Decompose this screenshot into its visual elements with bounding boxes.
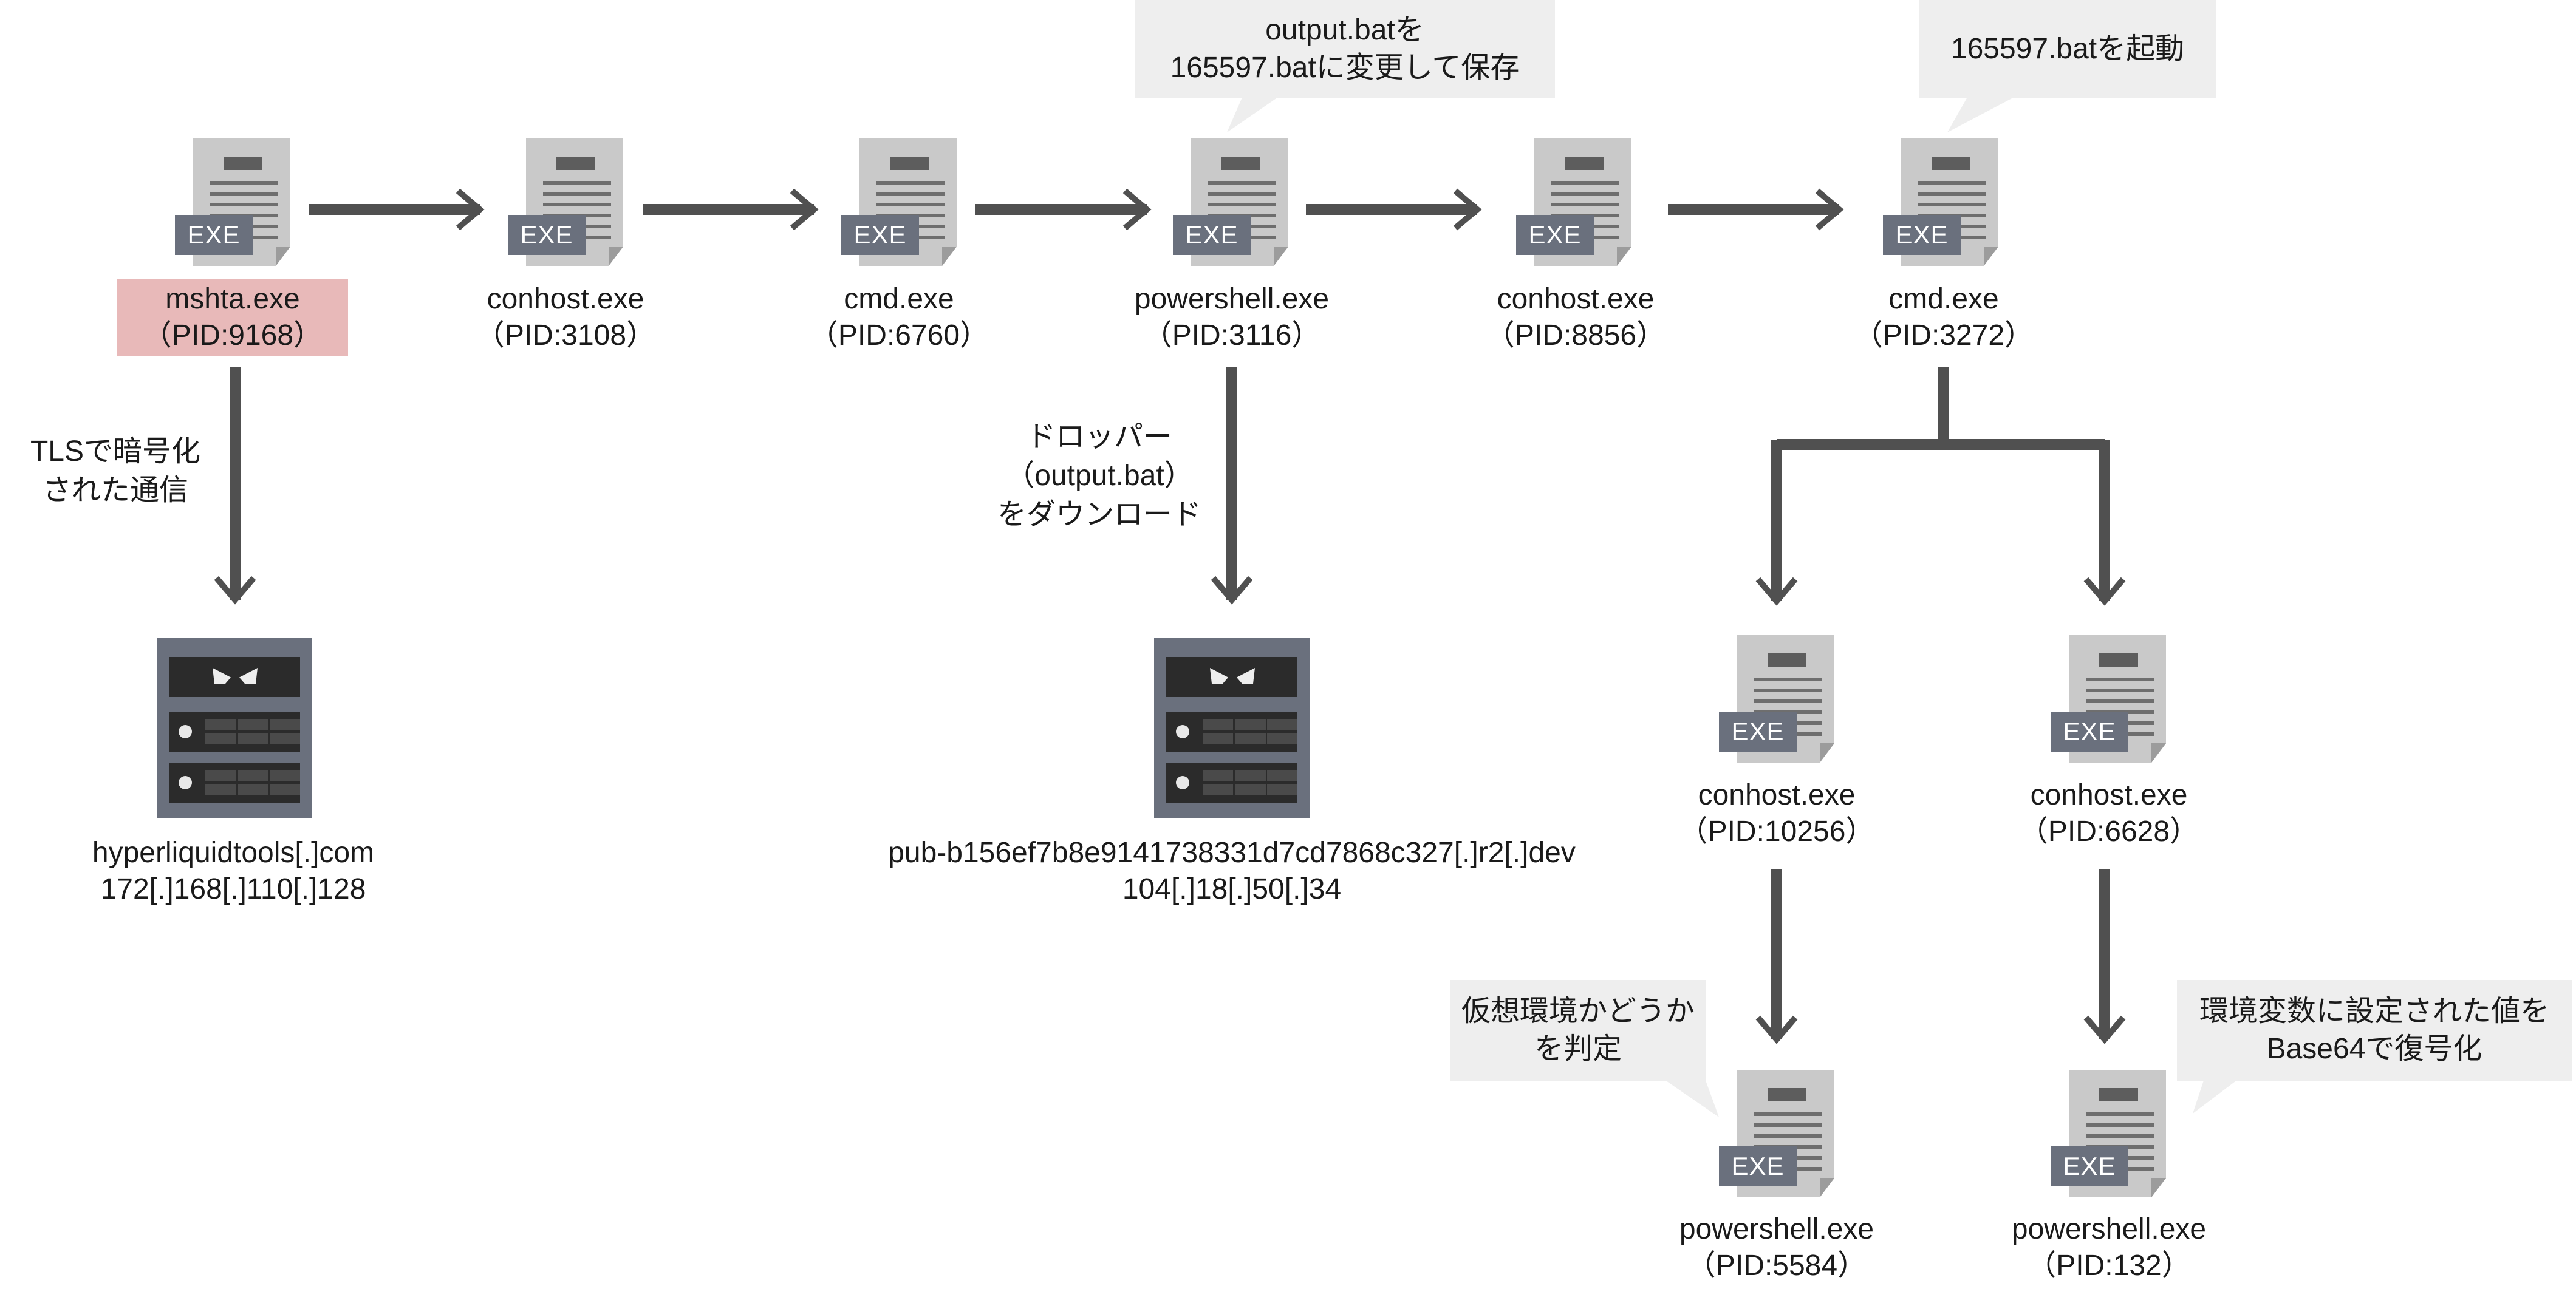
tls-annotation: TLSで暗号化 された通信 <box>30 435 201 506</box>
node-conhost1-label: conhost.exe （PID:3108） <box>383 281 748 354</box>
dropper-annotation: ドロッパー （output.bat） をダウンロード <box>997 421 1201 531</box>
process-name: cmd.exe <box>1888 283 1999 315</box>
process-pid: （PID:6628） <box>2018 815 2199 848</box>
exe-file-icon: EXE <box>2051 635 2166 763</box>
node-conhost4-label: conhost.exe （PID:6628） <box>1927 777 2291 850</box>
process-pid: （PID:3116） <box>1143 319 1321 352</box>
exe-file-icon: EXE <box>1719 635 1834 763</box>
exe-badge: EXE <box>2051 1146 2128 1186</box>
node-powershell1-label: powershell.exe （PID:3116） <box>1050 281 1414 354</box>
callout-launch: 165597.batを起動 <box>1919 0 2216 98</box>
server2-label: pub-b156ef7b8e9141738331d7cd7868c327[.]r… <box>867 835 1596 908</box>
exe-file-icon: EXE <box>175 138 290 266</box>
exe-badge: EXE <box>1719 1146 1797 1186</box>
malicious-server-icon <box>1154 638 1310 818</box>
exe-badge: EXE <box>508 215 586 255</box>
process-name: conhost.exe <box>1698 779 1856 811</box>
exe-badge: EXE <box>175 215 253 255</box>
exe-badge: EXE <box>1883 215 1961 255</box>
branch-connector <box>1777 367 2105 450</box>
process-pid: （PID:5584） <box>1686 1250 1867 1282</box>
process-name: cmd.exe <box>844 283 954 315</box>
exe-file-icon: EXE <box>1719 1070 1834 1197</box>
server1-label: hyperliquidtools[.]com 172[.]168[.]110[.… <box>51 835 415 908</box>
mshta-highlight <box>117 279 348 356</box>
process-name: conhost.exe <box>487 283 644 315</box>
node-conhost2-label: conhost.exe （PID:8856） <box>1393 281 1758 354</box>
exe-badge: EXE <box>1173 215 1251 255</box>
process-pid: （PID:6760） <box>808 319 989 352</box>
callout-vm-check: 仮想環境かどうか を判定 <box>1450 980 1706 1081</box>
process-name: conhost.exe <box>2030 779 2188 811</box>
server-host: hyperliquidtools[.]com <box>92 837 375 869</box>
node-cmd2-label: cmd.exe （PID:3272） <box>1761 281 2126 354</box>
malicious-server-icon <box>157 638 312 818</box>
exe-file-icon: EXE <box>841 138 957 266</box>
exe-file-icon: EXE <box>2051 1070 2166 1197</box>
callout-decode: 環境変数に設定された値を Base64で復号化 <box>2177 980 2572 1081</box>
exe-file-icon: EXE <box>1173 138 1288 266</box>
process-pid: （PID:3272） <box>1853 319 2034 352</box>
node-conhost3-label: conhost.exe （PID:10256） <box>1594 777 1959 850</box>
exe-badge: EXE <box>1516 215 1594 255</box>
node-mshta-label: mshta.exe （PID:9168） <box>50 281 415 354</box>
exe-badge: EXE <box>841 215 919 255</box>
exe-badge: EXE <box>1719 712 1797 752</box>
process-pid: （PID:9168） <box>142 319 323 352</box>
node-powershell3-label: powershell.exe （PID:132） <box>1927 1211 2291 1284</box>
process-name: conhost.exe <box>1497 283 1655 315</box>
callout-rename: output.batを 165597.batに変更して保存 <box>1135 0 1555 98</box>
exe-file-icon: EXE <box>1516 138 1631 266</box>
server-ip: 104[.]18[.]50[.]34 <box>1122 873 1342 905</box>
exe-file-icon: EXE <box>508 138 623 266</box>
exe-file-icon: EXE <box>1883 138 1998 266</box>
exe-badge: EXE <box>2051 712 2128 752</box>
process-pid: （PID:8856） <box>1485 319 1666 352</box>
server-ip: 172[.]168[.]110[.]128 <box>100 873 366 905</box>
node-cmd1-label: cmd.exe （PID:6760） <box>717 281 1081 354</box>
process-pid: （PID:132） <box>2027 1250 2191 1282</box>
process-pid: （PID:3108） <box>475 319 656 352</box>
process-name: powershell.exe <box>2011 1213 2207 1245</box>
process-name: powershell.exe <box>1679 1213 1874 1245</box>
process-name: mshta.exe <box>165 283 300 315</box>
process-name: powershell.exe <box>1134 283 1330 315</box>
process-pid: （PID:10256） <box>1678 815 1875 848</box>
node-powershell2-label: powershell.exe （PID:5584） <box>1594 1211 1959 1284</box>
server-host: pub-b156ef7b8e9141738331d7cd7868c327[.]r… <box>888 837 1576 869</box>
